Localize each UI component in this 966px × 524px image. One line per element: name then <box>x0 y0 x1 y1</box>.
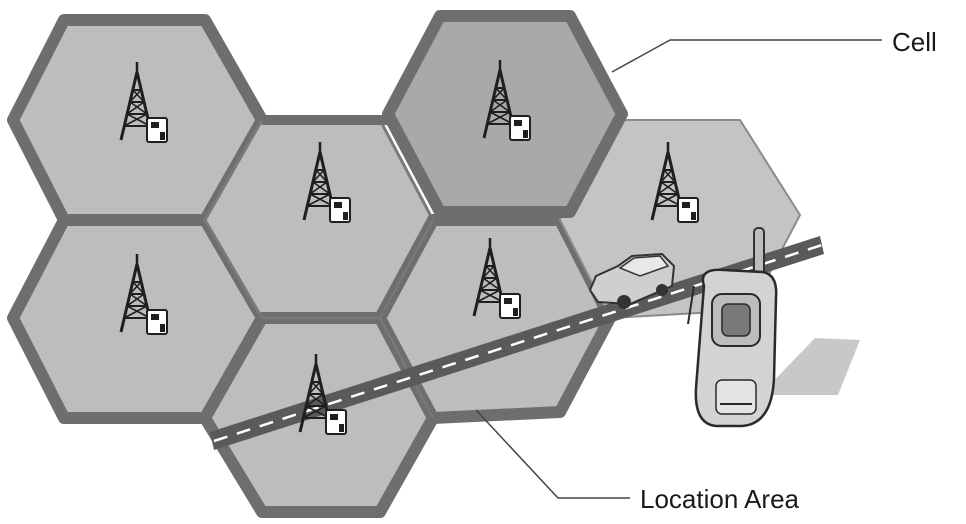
car-icon <box>588 252 676 309</box>
location-area-leader-line <box>475 409 630 499</box>
cell-label: Cell <box>892 27 937 57</box>
cell-leader-line <box>611 39 882 73</box>
mobile-phone-icon <box>687 227 778 428</box>
phone-shadow <box>760 338 860 395</box>
location-area-cells <box>7 10 802 518</box>
location-area-label: Location Area <box>640 484 800 514</box>
